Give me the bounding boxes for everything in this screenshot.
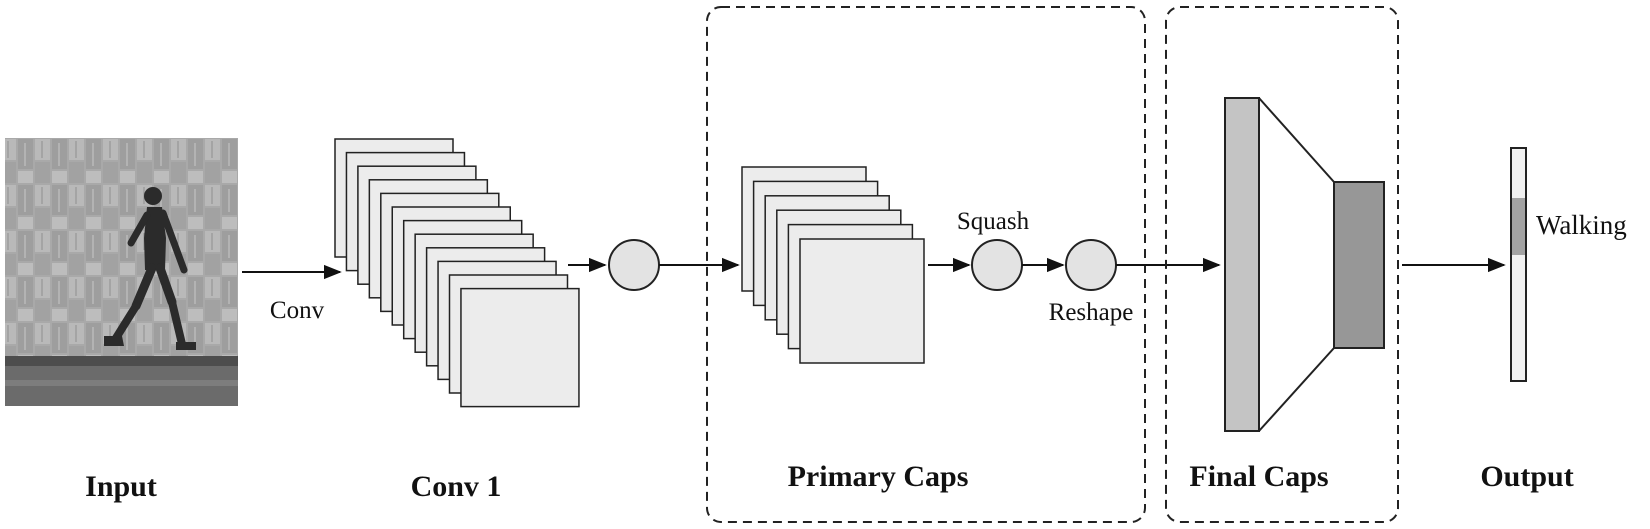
input-label: Input <box>85 470 157 503</box>
input-image <box>5 138 238 406</box>
conv-arrow-label: Conv <box>270 297 325 324</box>
conv1-feature-map-12 <box>460 287 580 408</box>
output-walking-highlight <box>1512 198 1525 255</box>
conv1-label: Conv 1 <box>411 470 502 503</box>
walking-label: Walking <box>1536 210 1627 240</box>
activation-node <box>608 239 660 291</box>
walking-person-figure <box>104 187 196 350</box>
squash-node <box>971 239 1023 291</box>
final-caps-input-layer <box>1224 97 1260 432</box>
final-caps-connector-top <box>1258 97 1335 183</box>
final-caps-output-layer <box>1333 181 1385 349</box>
final-caps-connector-bottom <box>1258 347 1335 432</box>
primary-caps-feature-maps <box>741 166 925 364</box>
final-caps-label: Final Caps <box>1189 460 1328 493</box>
final-caps-box <box>1165 6 1399 523</box>
squash-label: Squash <box>957 208 1030 235</box>
primary-caps-feature-map-6 <box>799 238 925 364</box>
output-vector <box>1510 147 1527 382</box>
reshape-node <box>1065 239 1117 291</box>
primary-caps-label: Primary Caps <box>788 460 969 493</box>
reshape-label: Reshape <box>1049 299 1134 326</box>
conv1-feature-maps <box>334 138 580 408</box>
output-label: Output <box>1480 460 1573 493</box>
